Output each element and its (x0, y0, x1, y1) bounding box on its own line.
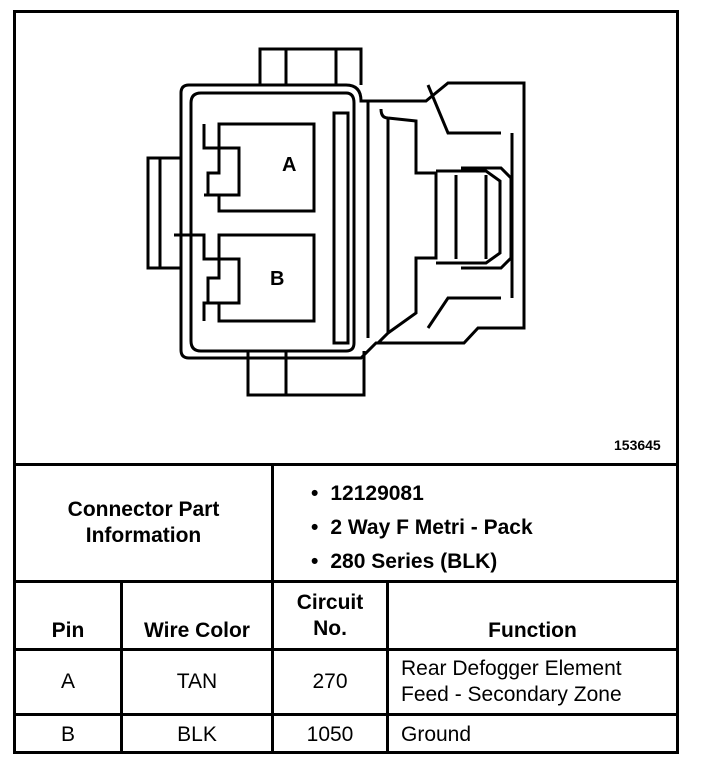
row-b-function: Ground (401, 723, 472, 746)
row-a-circuit: 270 (312, 670, 348, 693)
separator-row-a-bottom (16, 713, 676, 716)
figure-number: 153645 (614, 437, 661, 453)
connector-drawing: A B (146, 47, 526, 397)
connector-body (179, 81, 526, 360)
connector-top-tab (258, 47, 363, 85)
connector-bottom-tab (246, 351, 366, 397)
separator-table-top (16, 580, 676, 583)
row-a-wire-color: TAN (176, 670, 218, 693)
pin-a-label: A (282, 154, 296, 176)
connector-frame: A B 153645 Connector Part Information 12… (13, 10, 679, 754)
separator-circuit-col (386, 580, 389, 754)
cavity-a (206, 122, 316, 213)
separator-info-top (16, 463, 676, 466)
row-a-pin: A (60, 670, 75, 693)
pin-b-label: B (270, 268, 284, 290)
row-a-function: Rear Defogger Element Feed - Secondary Z… (401, 657, 622, 706)
separator-header-bottom (16, 648, 676, 651)
part-number-bullet: 12129081 (311, 482, 423, 506)
header-pin: Pin (51, 619, 85, 642)
series-bullet: 280 Series (BLK) (311, 550, 497, 574)
header-function: Function (488, 619, 577, 642)
row-b-wire-color: BLK (177, 723, 217, 746)
cavity-b (206, 233, 316, 323)
connector-part-info-label: Connector Part Information (67, 498, 220, 547)
header-circuit-no: Circuit No. (296, 590, 364, 640)
separator-info-vertical (271, 463, 274, 583)
row-b-circuit: 1050 (306, 723, 354, 746)
separator-wire-col (271, 580, 274, 754)
separator-pin-col (120, 580, 123, 754)
row-b-pin: B (60, 723, 75, 746)
header-wire-color: Wire Color (144, 619, 250, 642)
connector-left-latch (146, 156, 181, 270)
connector-type-bullet: 2 Way F Metri - Pack (311, 516, 532, 540)
